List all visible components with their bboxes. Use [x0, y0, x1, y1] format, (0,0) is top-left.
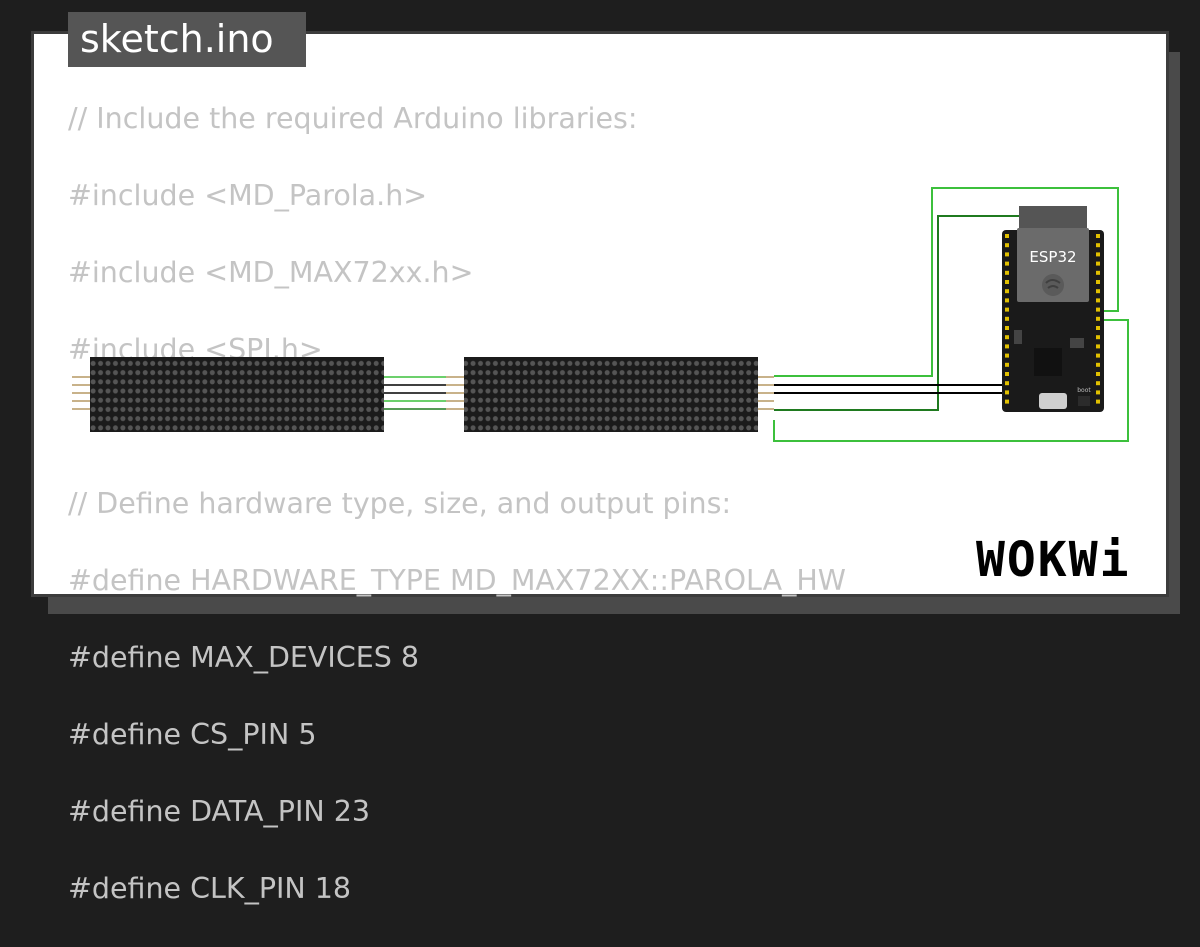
code-line: #define MAX_DEVICES 8	[68, 641, 420, 674]
header-pin	[1096, 270, 1100, 275]
code-line: // Include the required Arduino librarie…	[68, 102, 638, 135]
boot-label: boot	[1077, 387, 1091, 394]
wokwi-logo: WOKWi	[976, 532, 1131, 588]
usb-chip	[1034, 348, 1062, 376]
header-pin	[1005, 252, 1009, 257]
header-pin	[1005, 362, 1009, 367]
header-pin	[1096, 261, 1100, 266]
header-pin	[1005, 316, 1009, 321]
header-pin	[1096, 381, 1100, 386]
header-pin	[1005, 307, 1009, 312]
header-pin	[1096, 326, 1100, 330]
header-pin	[1096, 280, 1100, 284]
code-line: #define HARDWARE_TYPE MD_MAX72XX::PAROLA…	[68, 564, 846, 597]
header-pin	[1096, 372, 1100, 376]
header-pin	[1005, 289, 1009, 294]
led-matrix-left	[90, 357, 384, 432]
circuit-diagram: ESP32 boot	[72, 187, 1129, 442]
code-line: #define CLK_PIN 18	[68, 872, 352, 905]
header-pin	[1005, 390, 1009, 395]
header-pin	[1096, 390, 1100, 395]
code-line: #define DATA_PIN 23	[68, 795, 371, 828]
header-pin	[1096, 252, 1100, 257]
header-pin	[1096, 234, 1100, 238]
header-pin	[1096, 316, 1100, 321]
header-pin	[1096, 353, 1100, 358]
header-pin	[1096, 307, 1100, 312]
wire-green-top	[774, 187, 1119, 377]
code-line: #include <MD_Parola.h>	[68, 179, 428, 212]
header-pin	[1096, 335, 1100, 340]
led-matrix-right	[464, 357, 758, 432]
preview-card	[31, 31, 1169, 597]
header-pin	[1005, 344, 1009, 349]
esp32-label: ESP32	[1029, 248, 1076, 266]
header-pin	[1005, 261, 1009, 266]
header-pin	[1005, 280, 1009, 284]
header-pin	[1096, 298, 1100, 303]
header-pin	[1096, 289, 1100, 294]
header-pin	[1096, 399, 1100, 404]
code-line: #include <MD_MAX72xx.h>	[68, 256, 474, 289]
header-pin	[1005, 353, 1009, 358]
header-pin	[1005, 326, 1009, 330]
esp32-board: ESP32 boot	[1002, 206, 1104, 412]
header-pin	[1005, 381, 1009, 386]
header-pin	[1005, 270, 1009, 275]
wire-green-bottom	[773, 319, 1129, 442]
matrix-pins	[72, 376, 774, 410]
file-tab[interactable]: sketch.ino	[68, 12, 306, 67]
code-line: #define CS_PIN 5	[68, 718, 317, 751]
header-pin	[1005, 399, 1009, 404]
code-line: // Define hardware type, size, and outpu…	[68, 487, 732, 520]
esp32-module	[1017, 228, 1089, 302]
header-pin	[1096, 344, 1100, 349]
header-pin	[1005, 298, 1009, 303]
file-tab-label: sketch.ino	[80, 17, 274, 61]
header-pin	[1005, 234, 1009, 238]
header-pin	[1005, 372, 1009, 376]
header-pin	[1005, 335, 1009, 340]
header-pin	[1005, 243, 1009, 248]
header-pin	[1096, 243, 1100, 248]
header-pin	[1096, 362, 1100, 367]
wokwi-logo-text: WOKWi	[976, 532, 1131, 588]
usb-port-icon	[1039, 393, 1067, 409]
